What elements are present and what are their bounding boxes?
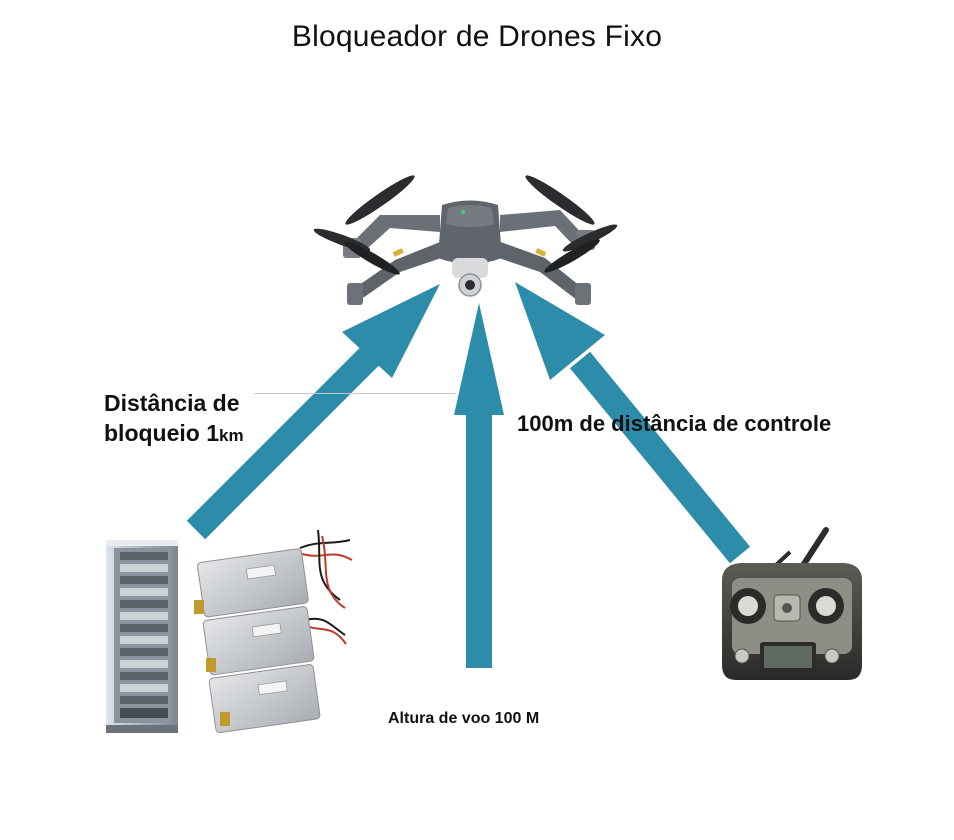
block-distance-line1: Distância de [104,390,240,416]
diagram-title: Bloqueador de Drones Fixo [291,20,663,53]
arrow-block-distance [186,284,440,540]
block-distance-line2: bloqueio 1km [104,418,244,451]
remote-controller-icon [722,527,862,680]
drone-icon [313,175,618,305]
arrow-control-distance [515,282,751,564]
arrow-flight-height [454,303,504,668]
separator-line [254,393,456,394]
block-distance-unit: km [219,426,244,445]
block-distance-label: Distância de bloqueio 1km [104,388,244,451]
flight-height-label: Altura de voo 100 M [388,710,540,727]
control-distance-label: 100m de distância de controle [517,411,832,436]
server-rack-icon [106,540,178,733]
block-distance-value: bloqueio 1 [104,420,219,446]
jammer-module-icon [194,529,353,734]
